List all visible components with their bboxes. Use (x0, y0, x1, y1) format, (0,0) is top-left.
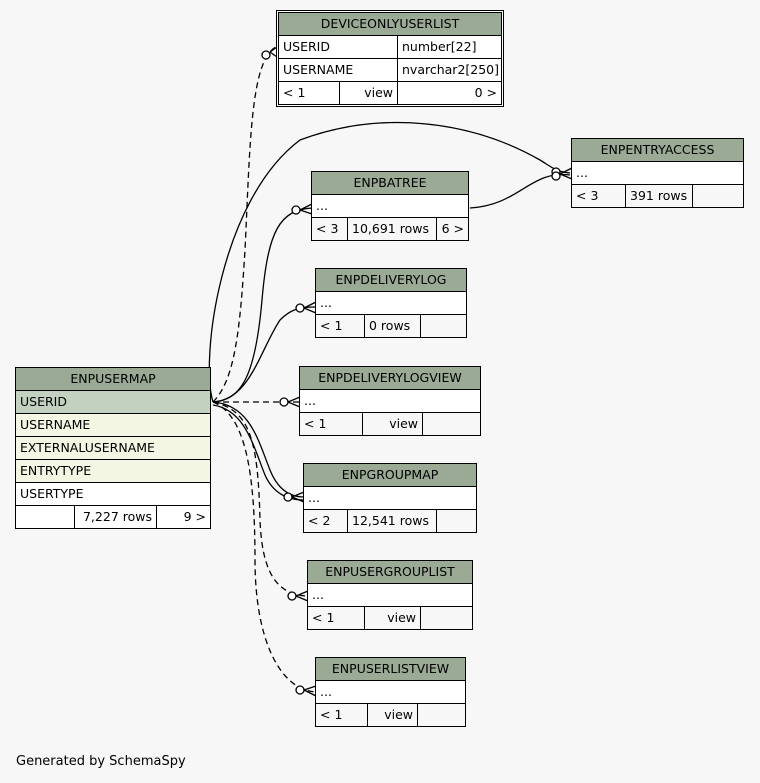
column-name: USERNAME (20, 417, 91, 432)
row-count: view (367, 704, 417, 726)
parents-count: < 1 (312, 610, 335, 625)
table-footer: < 2 12,541 rows (304, 510, 476, 532)
table-enpuserlistview[interactable]: ENPUSERLISTVIEW ... < 1 view (315, 657, 466, 727)
table-footer: < 1 0 rows (316, 315, 466, 337)
parents-count: < 1 (320, 318, 343, 333)
table-footer: < 3 10,691 rows 6 > (312, 218, 468, 240)
table-header[interactable]: ENPUSERLISTVIEW (316, 658, 465, 681)
table-footer: < 1 view 0 > (279, 82, 501, 104)
table-header[interactable]: DEVICEONLYUSERLIST (279, 13, 501, 36)
row-count: 391 rows (625, 185, 692, 207)
columns-ellipsis: ... (316, 681, 465, 704)
columns-ellipsis: ... (572, 162, 743, 185)
table-footer: < 1 view (308, 607, 472, 629)
columns-ellipsis: ... (300, 390, 480, 413)
columns-ellipsis: ... (304, 487, 476, 510)
parents-count (16, 506, 74, 528)
row-count: view (362, 413, 422, 435)
parents-count: < 1 (320, 707, 343, 722)
children-count (692, 185, 743, 207)
edge-usermap-usergrouplist (212, 401, 309, 597)
children-count (417, 704, 465, 726)
column-row[interactable]: USERNAME (16, 414, 210, 437)
table-enpusergrouplist[interactable]: ENPUSERGROUPLIST ... < 1 view (307, 560, 473, 630)
column-name: EXTERNALUSERNAME (20, 440, 155, 455)
table-header[interactable]: ENPENTRYACCESS (572, 139, 743, 162)
table-header[interactable]: ENPDELIVERYLOGVIEW (300, 367, 480, 390)
table-footer: < 1 view (300, 413, 480, 435)
table-enpbatree[interactable]: ENPBATREE ... < 3 10,691 rows 6 > (311, 171, 469, 241)
children-count: 6 > (436, 218, 468, 240)
generated-by-label: Generated by SchemaSpy (16, 754, 186, 769)
column-name: USERNAME (283, 62, 354, 77)
parents-count: < 1 (283, 85, 306, 100)
table-header[interactable]: ENPUSERMAP (16, 368, 210, 391)
column-type: nvarchar2[250] (397, 59, 501, 81)
edge-usermap-userlistview (212, 401, 317, 693)
column-row[interactable]: USERNAME nvarchar2[250] (279, 59, 501, 82)
column-name: USERTYPE (20, 486, 84, 501)
table-header[interactable]: ENPUSERGROUPLIST (308, 561, 472, 584)
children-count (420, 607, 472, 629)
table-enpdeliverylog[interactable]: ENPDELIVERYLOG ... < 1 0 rows (315, 268, 467, 338)
table-header[interactable]: ENPBATREE (312, 172, 468, 195)
children-count (436, 510, 476, 532)
row-count: 12,541 rows (347, 510, 436, 532)
column-name: USERID (20, 394, 67, 409)
column-row[interactable]: USERTYPE (16, 483, 210, 506)
parents-count: < 3 (316, 221, 339, 236)
table-footer: 7,227 rows 9 > (16, 506, 210, 528)
column-row[interactable]: ENTRYTYPE (16, 460, 210, 483)
row-count: 10,691 rows (347, 218, 436, 240)
parents-count: < 2 (308, 513, 331, 528)
row-count: 7,227 rows (74, 506, 156, 528)
table-header[interactable]: ENPDELIVERYLOG (316, 269, 466, 292)
children-count: 9 > (156, 506, 210, 528)
table-enpdeliverylogview[interactable]: ENPDELIVERYLOGVIEW ... < 1 view (299, 366, 481, 436)
table-enpusermap[interactable]: ENPUSERMAP USERID USERNAME EXTERNALUSERN… (15, 367, 211, 529)
edge-usermap-deviceonly (212, 46, 277, 403)
children-count: 0 > (397, 82, 501, 104)
row-count: 0 rows (364, 315, 420, 337)
table-header[interactable]: ENPGROUPMAP (304, 464, 476, 487)
columns-ellipsis: ... (308, 584, 472, 607)
parents-count: < 3 (576, 188, 599, 203)
column-type: number[22] (397, 36, 501, 58)
columns-ellipsis: ... (312, 195, 468, 218)
columns-ellipsis: ... (316, 292, 466, 315)
children-count (422, 413, 480, 435)
row-count: view (364, 607, 420, 629)
parents-count: < 1 (304, 416, 327, 431)
row-count: view (339, 82, 397, 104)
table-enpgroupmap[interactable]: ENPGROUPMAP ... < 2 12,541 rows (303, 463, 477, 533)
table-footer: < 1 view (316, 704, 465, 726)
children-count (420, 315, 466, 337)
column-name: USERID (283, 39, 330, 54)
table-enpentryaccess[interactable]: ENPENTRYACCESS ... < 3 391 rows (571, 138, 744, 208)
edge-usermap-entryaccess (208, 121, 571, 403)
table-deviceonlyuserlist[interactable]: DEVICEONLYUSERLIST USERID number[22] USE… (276, 10, 504, 107)
table-footer: < 3 391 rows (572, 185, 743, 207)
column-row[interactable]: USERID (16, 391, 210, 414)
column-name: ENTRYTYPE (20, 463, 92, 478)
column-row[interactable]: EXTERNALUSERNAME (16, 437, 210, 460)
column-row[interactable]: USERID number[22] (279, 36, 501, 59)
